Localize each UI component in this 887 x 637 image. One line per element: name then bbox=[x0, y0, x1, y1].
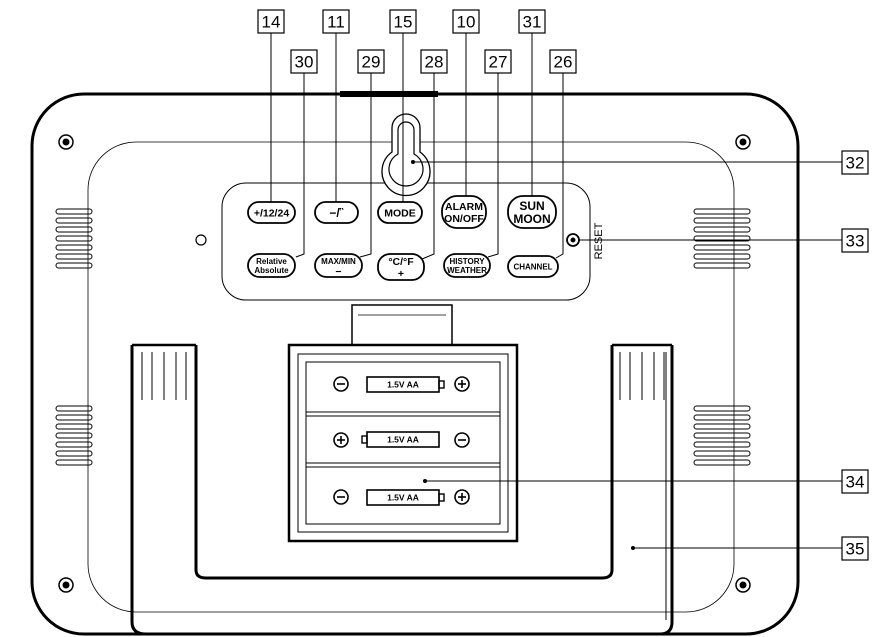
battery-2-label: 1.5V AA bbox=[387, 435, 419, 445]
callout-28: 28 bbox=[420, 49, 448, 74]
callout-15: 15 bbox=[389, 9, 417, 34]
button-alarm-on-off[interactable]: ALARM ON/OFF bbox=[441, 195, 487, 229]
button-sun-moon[interactable]: SUN MOON bbox=[507, 195, 557, 229]
callout-11: 11 bbox=[322, 9, 350, 34]
callout-15-label: 15 bbox=[394, 13, 413, 32]
button-cf-label-1: °C/°F bbox=[388, 256, 414, 268]
button-channel-label: CHANNEL bbox=[513, 263, 552, 272]
stand-left-detail bbox=[141, 352, 187, 400]
callout-30-label: 30 bbox=[295, 53, 314, 72]
battery-3-label: 1.5V AA bbox=[387, 493, 419, 503]
battery-slot-3: 1.5V AA bbox=[333, 489, 470, 506]
callout-34-label: 34 bbox=[846, 473, 865, 492]
button-sun-label: SUN bbox=[519, 199, 544, 213]
leader-dot-32 bbox=[411, 160, 415, 164]
stand-tab bbox=[351, 304, 453, 344]
battery-compartment-outer bbox=[287, 343, 519, 543]
vent-bottom-left bbox=[55, 405, 93, 466]
callout-29: 29 bbox=[357, 49, 385, 74]
callout-33: 33 bbox=[841, 228, 869, 253]
button-12-24[interactable]: +/12/24 bbox=[247, 201, 296, 224]
button-minus-wireless-label: −/῝ bbox=[329, 206, 343, 220]
battery-slot-2: 1.5V AA bbox=[333, 431, 470, 448]
button-max-min-label-2: − bbox=[335, 266, 341, 278]
vent-bottom-right bbox=[693, 405, 751, 466]
button-moon-label: MOON bbox=[513, 212, 550, 226]
callout-32-label: 32 bbox=[846, 154, 865, 173]
callout-35: 35 bbox=[841, 536, 869, 561]
button-relative-label: Relative bbox=[256, 257, 287, 266]
callout-29-label: 29 bbox=[362, 53, 381, 72]
button-alarm-label-1: ALARM bbox=[445, 201, 483, 213]
button-relative-absolute[interactable]: Relative Absolute bbox=[247, 253, 296, 278]
leader-dot-35 bbox=[631, 546, 635, 550]
callout-10: 10 bbox=[452, 9, 480, 34]
callout-10-label: 10 bbox=[457, 13, 476, 32]
callout-31: 31 bbox=[518, 9, 546, 34]
reset-button[interactable] bbox=[566, 233, 580, 247]
button-history-weather[interactable]: HISTORY WEATHER bbox=[443, 253, 491, 278]
button-cf-label-2: + bbox=[398, 268, 404, 280]
sensor-hole bbox=[195, 234, 207, 246]
callout-30: 30 bbox=[290, 49, 318, 74]
callout-35-label: 35 bbox=[846, 540, 865, 559]
battery-slot-1: 1.5V AA bbox=[333, 376, 470, 393]
button-weather-label: WEATHER bbox=[447, 266, 487, 275]
battery-1-label: 1.5V AA bbox=[387, 380, 419, 390]
button-minus-wireless[interactable]: −/῝ bbox=[314, 201, 359, 224]
callout-27: 27 bbox=[484, 49, 512, 74]
callout-31-label: 31 bbox=[523, 13, 542, 32]
stand-inner bbox=[194, 345, 614, 580]
callout-26: 26 bbox=[549, 49, 577, 74]
button-12-24-label: +/12/24 bbox=[254, 208, 289, 220]
button-channel[interactable]: CHANNEL bbox=[507, 255, 559, 278]
leader-dot-34 bbox=[423, 479, 427, 483]
callout-27-label: 27 bbox=[489, 53, 508, 72]
callout-14-label: 14 bbox=[262, 13, 281, 32]
callout-33-label: 33 bbox=[846, 232, 865, 251]
screw-top-left bbox=[58, 134, 74, 150]
callout-32: 32 bbox=[841, 150, 869, 175]
callout-34: 34 bbox=[841, 469, 869, 494]
button-history-label: HISTORY bbox=[449, 257, 485, 266]
keyhole-hanger bbox=[381, 113, 431, 197]
vent-top-left bbox=[55, 208, 93, 269]
button-mode-label: MODE bbox=[384, 208, 416, 220]
button-alarm-label-2: ON/OFF bbox=[444, 213, 484, 225]
battery-compartment-inner bbox=[297, 353, 509, 533]
battery-compartment-well bbox=[305, 361, 501, 525]
button-max-min[interactable]: MAX/MIN − bbox=[314, 253, 363, 278]
button-max-min-label-1: MAX/MIN bbox=[321, 257, 356, 266]
stand-outer bbox=[130, 345, 674, 636]
button-mode[interactable]: MODE bbox=[377, 201, 423, 224]
screw-top-right bbox=[735, 134, 751, 150]
button-absolute-label: Absolute bbox=[254, 266, 289, 275]
reset-label: RESET bbox=[593, 222, 605, 259]
stand-right-detail bbox=[619, 352, 665, 400]
screw-bottom-right bbox=[735, 577, 751, 593]
callout-14: 14 bbox=[257, 9, 285, 34]
button-celsius-fahrenheit[interactable]: °C/°F + bbox=[377, 253, 425, 281]
vent-top-right bbox=[693, 208, 751, 269]
callout-28-label: 28 bbox=[425, 53, 444, 72]
callout-26-label: 26 bbox=[554, 53, 573, 72]
leader-lines bbox=[270, 26, 842, 549]
callout-11-label: 11 bbox=[327, 13, 345, 32]
screw-bottom-left bbox=[58, 577, 74, 593]
